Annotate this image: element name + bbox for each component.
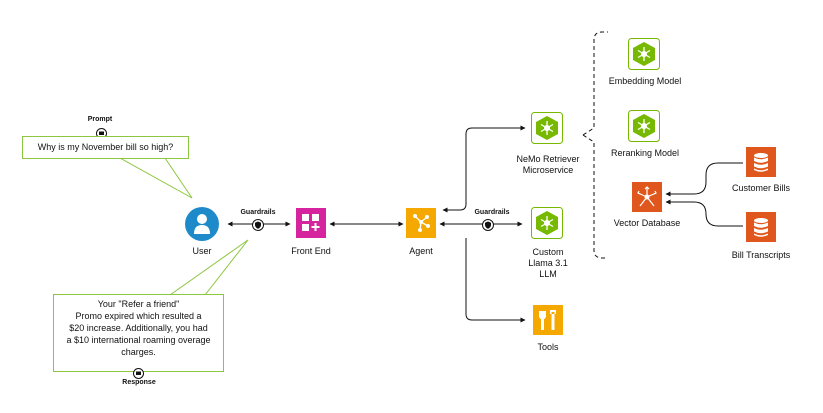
prompt-bubble-tail	[118, 157, 193, 199]
tools-label: Tools	[537, 342, 559, 352]
vector-database-icon	[632, 182, 662, 212]
response-line: $20 increase. Additionally, you had	[69, 323, 208, 333]
response-tag: Response	[122, 379, 156, 386]
prompt-tag: Prompt	[87, 116, 113, 123]
nvidia-nim-icon	[628, 110, 660, 142]
agent-tools-arrow	[465, 238, 526, 323]
response-line: Promo expired which resulted a	[75, 311, 202, 321]
llm-label-line2: Llama 3.1	[528, 258, 568, 268]
shield-icon	[252, 218, 264, 231]
retriever-label-line1: NeMo Retriever	[516, 154, 580, 164]
user-label: User	[192, 246, 212, 256]
embedding-label: Embedding Model	[608, 76, 682, 86]
reranking-label: Reranking Model	[610, 148, 680, 158]
shield-icon	[482, 218, 494, 231]
prompt-bubble: Why is my November bill so high?	[22, 136, 189, 159]
user-icon	[185, 207, 219, 241]
nvidia-nim-icon	[531, 112, 563, 144]
response-line: Your "Refer a friend"	[97, 299, 180, 309]
guardrails-label: Guardrails	[240, 209, 276, 216]
retriever-label-line2: Microservice	[522, 165, 574, 175]
database-icon	[746, 147, 776, 177]
database-icon	[746, 212, 776, 242]
retriever-label: NeMo Retriever Microservice	[506, 154, 590, 176]
response-bubble: Your "Refer a friend" Promo expired whic…	[53, 294, 224, 372]
chat-icon	[133, 366, 144, 379]
llm-label-line3: LLM	[539, 269, 557, 279]
agent-icon	[406, 208, 436, 238]
agent-retriever-arrow	[442, 125, 526, 213]
bill-transcripts-arrow	[665, 199, 743, 227]
guardrails-label: Guardrails	[474, 209, 510, 216]
frontend-icon	[296, 208, 326, 238]
vectordb-label: Vector Database	[613, 218, 681, 228]
nvidia-nim-icon	[628, 38, 660, 70]
nvidia-nim-icon	[531, 207, 563, 239]
tools-icon	[533, 305, 563, 335]
response-line: charges.	[121, 347, 156, 357]
bill-transcripts-label: Bill Transcripts	[731, 250, 791, 260]
agent-label: Agent	[409, 246, 433, 256]
customer-bills-label: Customer Bills	[731, 183, 790, 193]
customer-bills-arrow	[665, 162, 743, 197]
llm-label: Custom Llama 3.1 LLM	[516, 247, 580, 280]
llm-label-line1: Custom	[532, 247, 564, 257]
frontend-label: Front End	[291, 246, 331, 256]
response-line: a $10 international roaming overage	[66, 335, 211, 345]
